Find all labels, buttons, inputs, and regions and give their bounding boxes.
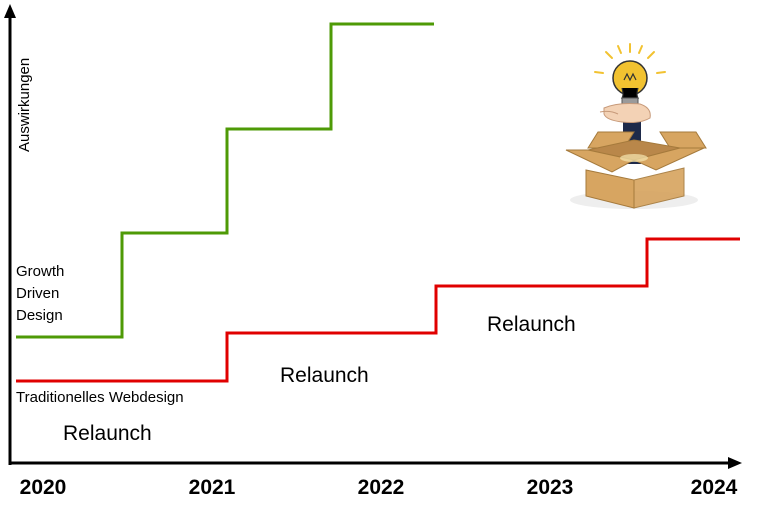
- growth-label-line-2: Driven: [16, 285, 59, 302]
- x-tick-2021: 2021: [189, 476, 236, 499]
- growth-driven-design-line: [16, 22, 434, 339]
- lightbulb-in-box-icon: [565, 43, 707, 209]
- x-tick-2022: 2022: [358, 476, 405, 499]
- x-tick-2020: 2020: [20, 476, 67, 499]
- x-tick-2024: 2024: [691, 476, 738, 499]
- growth-label-line-3: Design: [16, 307, 63, 324]
- relaunch-annotation-2: Relaunch: [280, 364, 369, 387]
- growth-driven-design-label: Growth Driven Design: [16, 263, 64, 324]
- relaunch-annotation-1: Relaunch: [63, 422, 152, 445]
- y-axis-arrow-icon: [4, 4, 16, 18]
- y-axis-label: Auswirkungen: [16, 58, 33, 152]
- growth-label-line-1: Growth: [16, 263, 64, 280]
- relaunch-annotation-3: Relaunch: [487, 313, 576, 336]
- x-tick-2023: 2023: [527, 476, 574, 499]
- traditional-webdesign-line: [16, 237, 740, 383]
- axes: [4, 4, 742, 469]
- traditional-webdesign-label: Traditionelles Webdesign: [16, 389, 184, 406]
- x-axis-arrow-icon: [728, 457, 742, 469]
